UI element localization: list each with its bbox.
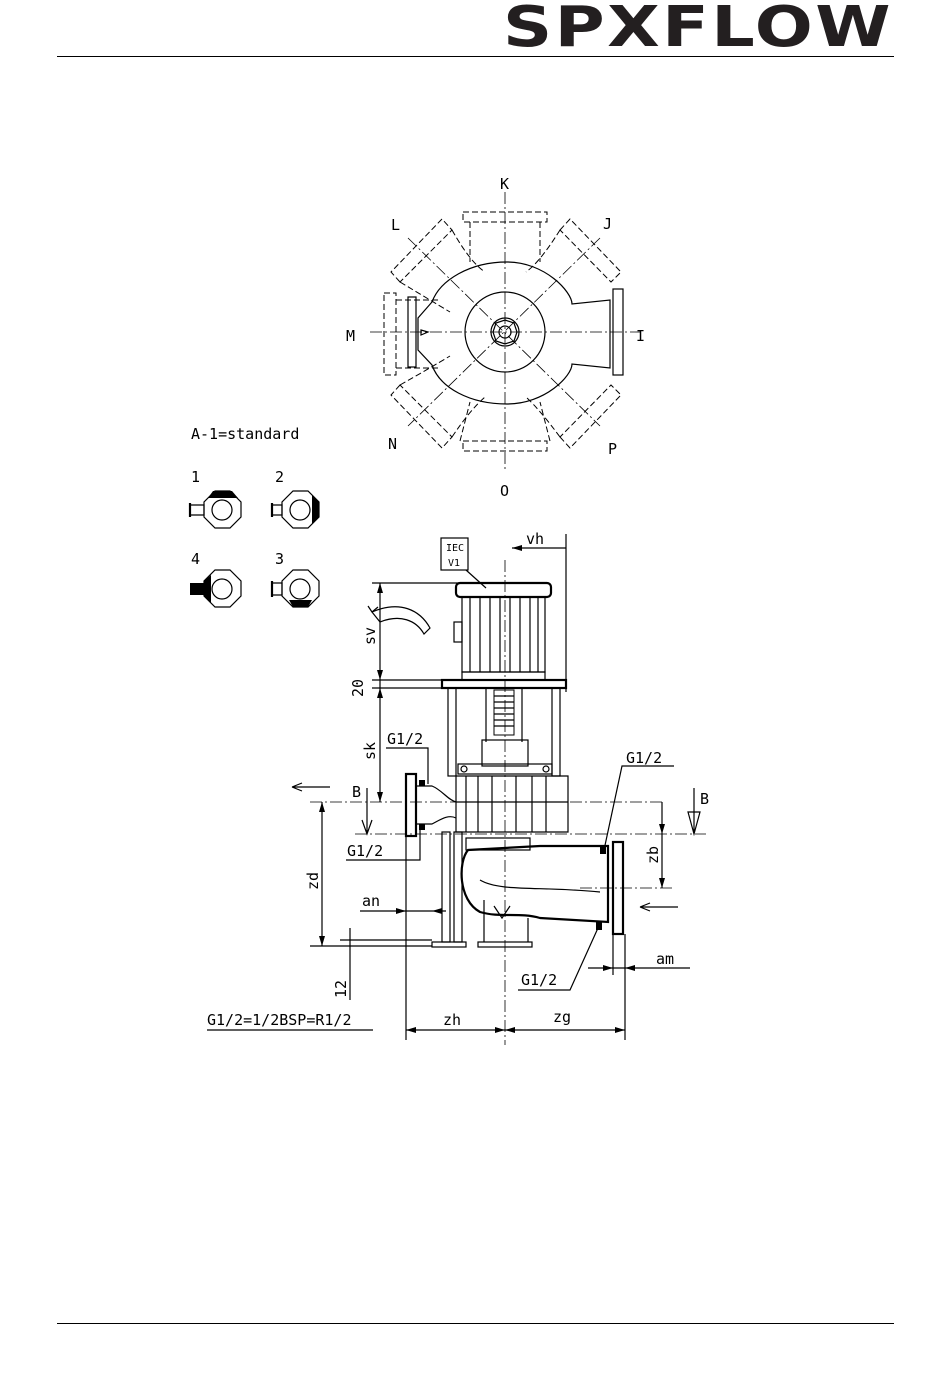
svg-text:1: 1	[191, 468, 200, 486]
dim-an: an	[362, 892, 380, 910]
legend-position-4: 4	[190, 550, 241, 607]
gauge-label-suction-top: G1/2	[387, 730, 423, 748]
legend-position-2: 2	[272, 468, 319, 528]
dim-vh: vh	[526, 530, 544, 548]
motor-bracket	[442, 680, 566, 776]
side-view: IEC V1	[292, 530, 709, 1045]
dim-12: 12	[332, 980, 350, 998]
dim-zb: zb	[644, 846, 662, 864]
position-label-n: N	[388, 435, 397, 453]
svg-text:3: 3	[275, 550, 284, 568]
dim-20: 20	[349, 679, 367, 697]
position-label-m: M	[346, 327, 355, 345]
dim-zd: zd	[304, 872, 322, 890]
gauge-label-discharge-top: G1/2	[626, 749, 662, 767]
gauge-label-suction-bottom: G1/2	[347, 842, 383, 860]
dim-zg: zg	[553, 1008, 571, 1026]
position-label-k: K	[500, 175, 509, 193]
dim-zh: zh	[443, 1011, 461, 1029]
iec-tag-line1: IEC	[446, 543, 464, 554]
position-label-o: O	[500, 482, 509, 500]
rotation-arrow	[372, 607, 430, 634]
gauge-label-discharge-bottom: G1/2	[521, 971, 557, 989]
flow-arrow-suction	[292, 783, 330, 791]
legend-title: A-1=standard	[191, 425, 299, 443]
legend-position-3: 3	[272, 550, 319, 607]
section-label-right: B	[700, 790, 709, 808]
iec-tag-line2: V1	[448, 558, 460, 569]
dim-sv: sv	[361, 627, 379, 645]
svg-text:4: 4	[191, 550, 200, 568]
legend-position-1: 1	[190, 468, 241, 528]
position-label-p: P	[608, 440, 617, 458]
svg-text:2: 2	[275, 468, 284, 486]
position-label-i: I	[636, 327, 645, 345]
section-label-left: B	[352, 783, 361, 801]
top-view: K J I P O N M L	[346, 175, 645, 500]
terminal-box-legend: A-1=standard 1 2 4 3	[190, 425, 373, 1030]
thread-note: G1/2=1/2BSP=R1/2	[207, 1011, 352, 1029]
dim-sk: sk	[361, 742, 379, 760]
position-label-l: L	[391, 216, 400, 234]
motor	[454, 583, 551, 680]
dim-am: am	[656, 950, 674, 968]
position-label-j: J	[603, 215, 612, 233]
flow-arrow-discharge	[640, 903, 678, 911]
